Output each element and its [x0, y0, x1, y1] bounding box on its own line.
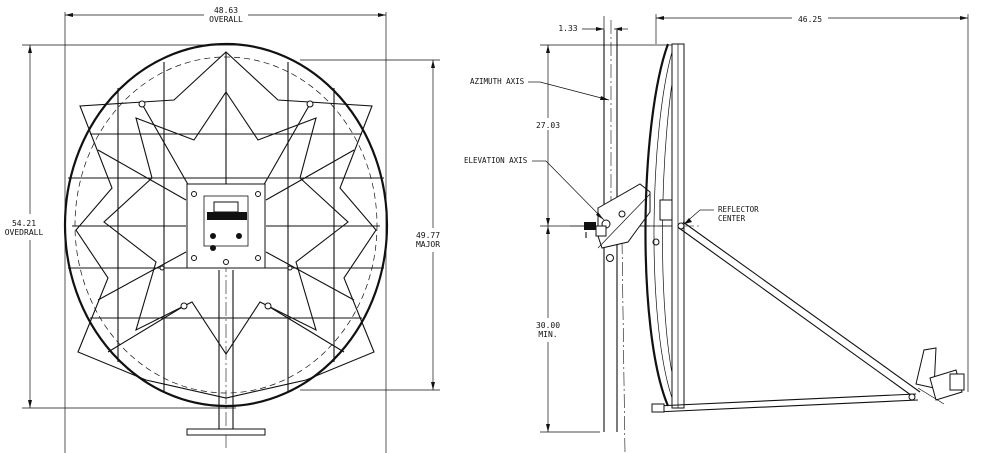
front-width-value: 48.63	[214, 6, 238, 15]
major-axis-label: MAJOR	[416, 240, 440, 249]
callout-azimuth-axis: AZIMUTH AXIS	[470, 77, 610, 101]
callout-reflector-center: REFLECTOR CENTER	[683, 205, 759, 225]
reflector-center-label-1: REFLECTOR	[718, 205, 759, 214]
reflector-rivets	[138, 100, 314, 310]
feed-horn	[915, 347, 965, 405]
side-view: 1.33 46.25 27.03 30.00 MIN.	[464, 12, 969, 453]
front-view: 48.63 OVERALL 54.21 OVEDRALL 49.77 MAJOR	[4, 4, 453, 453]
front-dimension-frame	[22, 12, 440, 453]
major-axis-value: 49.77	[416, 231, 440, 240]
upper-height-value: 27.03	[536, 121, 560, 130]
front-height-value: 54.21	[12, 219, 36, 228]
side-feed-boom	[651, 221, 921, 413]
reflector-rim	[63, 42, 389, 408]
elevation-axis-label: ELEVATION AXIS	[464, 156, 528, 165]
callout-elevation-axis: ELEVATION AXIS	[464, 156, 605, 221]
reflector-center-label-2: CENTER	[718, 214, 746, 223]
lower-height-label: MIN.	[538, 330, 557, 339]
side-depth-value: 46.25	[798, 15, 822, 24]
reflector-support-mesh	[68, 51, 384, 399]
front-mounting-bracket	[186, 183, 266, 269]
side-elevation-bracket	[584, 183, 660, 262]
side-offset-value: 1.33	[558, 24, 577, 33]
azimuth-axis-label: AZIMUTH AXIS	[470, 77, 525, 86]
lower-height-value: 30.00	[536, 321, 560, 330]
front-width-label: OVERALL	[209, 15, 243, 24]
front-height-label: OVEDRALL	[5, 228, 44, 237]
side-reflector-profile	[644, 43, 685, 409]
